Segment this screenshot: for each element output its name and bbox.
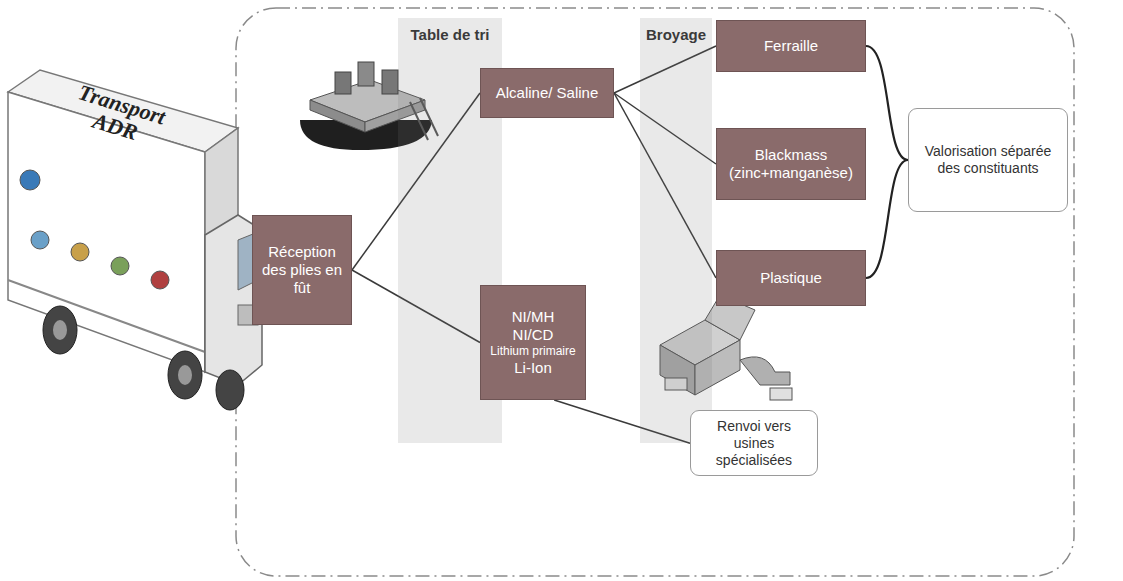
process-box: Réception des plies en fût (252, 215, 352, 325)
box-text: Blackmass (zinc+manganèse) (723, 146, 859, 182)
truck (8, 70, 262, 410)
vehicle-label: Transport ADR (54, 76, 182, 155)
process-box: Alcaline/ Saline (480, 68, 614, 118)
box-text: NI/MH (512, 308, 555, 326)
bracket-connector (866, 160, 908, 278)
box-text: Renvoi vers usines spécialisées (699, 418, 809, 468)
box-text: Valorisation séparée des constituants (917, 143, 1059, 177)
output-box: Blackmass (zinc+manganèse) (716, 128, 866, 200)
box-text: Lithium primaire (490, 344, 575, 358)
band-heading: Broyage (646, 26, 706, 43)
output-box: Ferraille (716, 20, 866, 72)
output-box: Plastique (716, 250, 866, 306)
box-text: Li-Ion (514, 359, 552, 377)
band-heading: Table de tri (411, 26, 490, 43)
box-text: NI/CD (513, 326, 554, 344)
box-text: Alcaline/ Saline (496, 84, 599, 102)
note-box: Renvoi vers usines spécialisées (690, 410, 818, 476)
note-box: Valorisation séparée des constituants (908, 108, 1068, 212)
bracket-connector (866, 46, 908, 160)
box-text: Ferraille (764, 37, 818, 55)
box-text: Plastique (760, 269, 822, 287)
process-band: Broyage (640, 18, 712, 443)
box-text: Réception des plies en fût (259, 243, 345, 297)
process-box: NI/MHNI/CDLithium primaireLi-Ion (480, 285, 586, 400)
region-outline (236, 8, 1074, 576)
